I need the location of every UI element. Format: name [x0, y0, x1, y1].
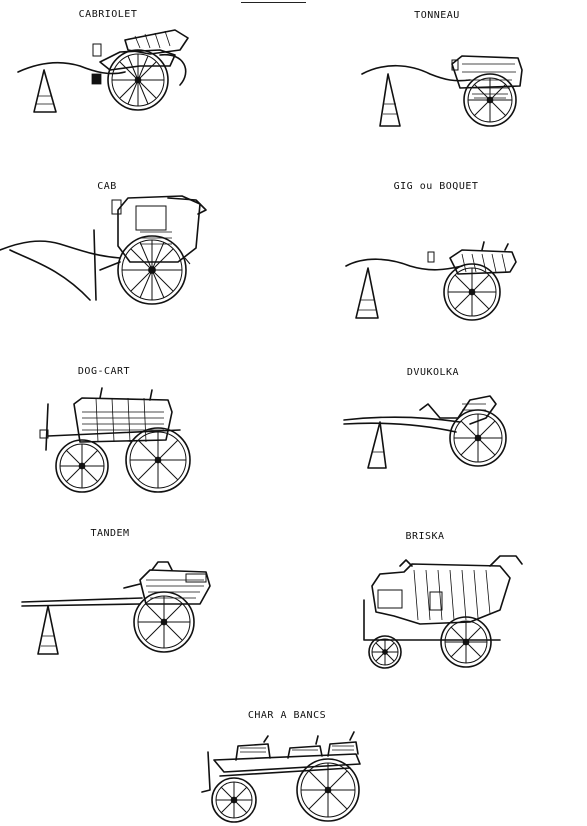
label-cab: CAB — [97, 181, 117, 192]
header-rule — [241, 2, 306, 3]
label-gig: GIG ou BOQUET — [393, 181, 479, 192]
label-dog-cart: DOG-CART — [77, 366, 131, 377]
label-dvukolka: DVUKOLKA — [406, 367, 460, 378]
label-tonneau: TONNEAU — [414, 10, 460, 21]
label-cabriolet: CABRIOLET — [78, 9, 138, 20]
label-briska: BRISKA — [405, 531, 445, 542]
label-tandem: TANDEM — [90, 528, 130, 539]
label-char-a-bancs: CHAR A BANCS — [247, 710, 327, 721]
